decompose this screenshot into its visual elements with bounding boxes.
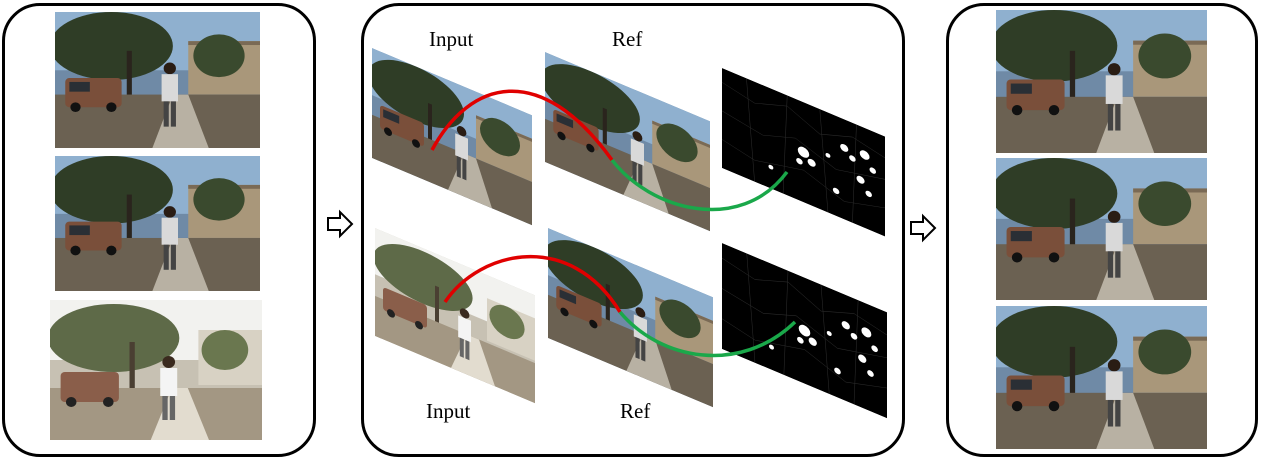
output-frame-1 <box>996 10 1207 153</box>
bottom-mask-frame <box>722 243 887 419</box>
top-match-curve-red <box>430 89 614 162</box>
top-match-curve-green <box>610 158 789 212</box>
output-frame-2 <box>996 158 1207 300</box>
output-frame-3 <box>996 306 1207 449</box>
bottom-ref-frame <box>548 228 713 408</box>
top-ref-frame <box>545 52 710 232</box>
label-input-bottom: Input <box>426 399 471 423</box>
bottom-match-curve-green <box>618 310 797 358</box>
top-input-frame <box>372 48 532 226</box>
arrow-right-icon <box>910 213 937 243</box>
label-ref-top: Ref <box>612 27 643 51</box>
bottom-match-curve-red <box>443 255 622 313</box>
label-ref-bottom: Ref <box>620 399 651 423</box>
bottom-input-frame <box>375 228 535 404</box>
input-frame-2 <box>55 156 260 291</box>
top-mask-frame <box>722 68 885 237</box>
label-input-top: Input <box>429 27 474 51</box>
input-frame-1 <box>55 12 260 148</box>
arrow-right-icon <box>327 209 354 239</box>
input-frame-3 <box>50 300 262 440</box>
